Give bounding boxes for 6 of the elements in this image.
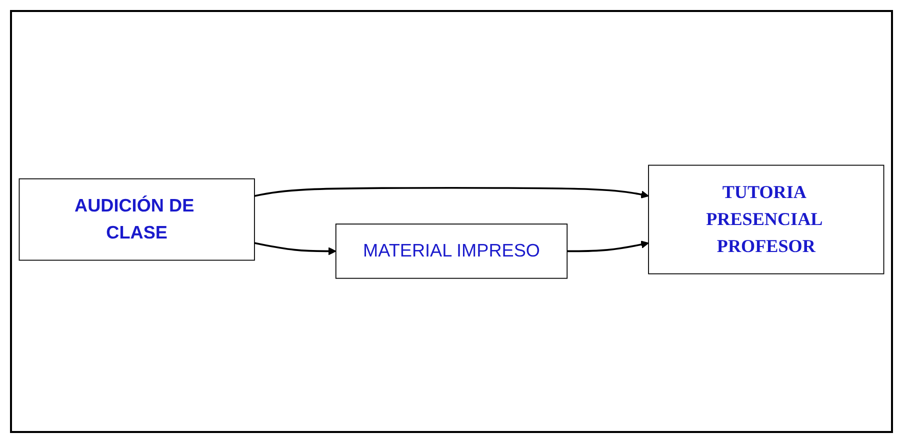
node-box: MATERIAL IMPRESO: [335, 223, 568, 278]
node-box: TUTORIA PRESENCIAL PROFESOR: [648, 164, 884, 274]
arrow: [254, 186, 649, 198]
arrow: [567, 240, 649, 252]
node-box: AUDICIÓN DE CLASE: [18, 178, 255, 260]
arrow: [254, 242, 336, 255]
